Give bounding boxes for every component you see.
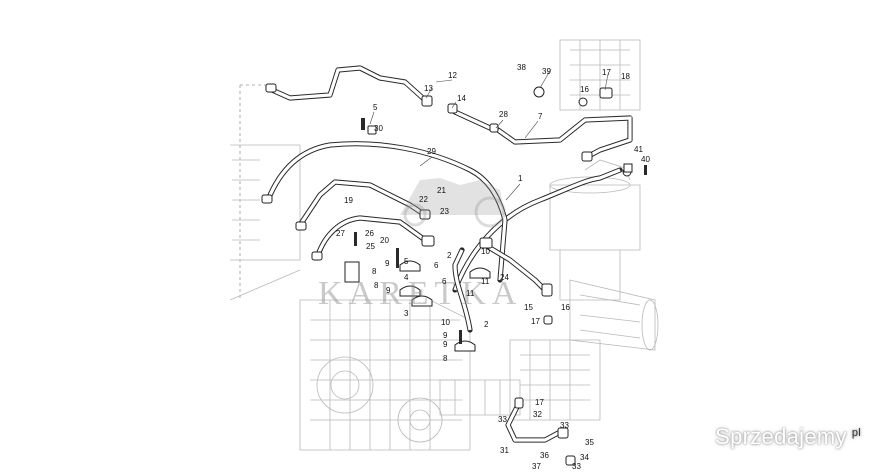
transmission-housing	[299, 299, 521, 451]
pipe-29	[265, 141, 508, 283]
callout-37: 37	[532, 462, 541, 471]
callout-9a: 9	[385, 259, 390, 268]
callout-34: 34	[580, 453, 589, 462]
callout-5: 5	[373, 103, 378, 112]
pipe-31	[505, 402, 563, 443]
callout-8a: 8	[372, 267, 377, 276]
watermark-text: KARETKA	[318, 275, 522, 312]
callout-4: 4	[404, 273, 409, 282]
callout-41: 41	[634, 145, 643, 154]
leader-lines	[369, 68, 609, 201]
callout-16b: 16	[561, 303, 570, 312]
callout-21: 21	[437, 186, 446, 195]
callout-26: 26	[365, 229, 374, 238]
lower-valve-block	[509, 339, 601, 421]
callout-17b: 17	[531, 317, 540, 326]
callout-10a: 10	[481, 247, 490, 256]
callout-3: 3	[404, 309, 409, 318]
callout-22: 22	[419, 195, 428, 204]
pipe-2	[452, 247, 473, 333]
callout-19: 19	[344, 196, 353, 205]
callout-35: 35	[585, 438, 594, 447]
callout-30: 30	[374, 124, 383, 133]
callout-11a: 11	[481, 277, 490, 286]
callout-27: 27	[336, 229, 345, 238]
callout-20: 20	[380, 236, 389, 245]
callout-25: 25	[366, 242, 375, 251]
callout-7: 7	[538, 112, 543, 121]
callout-6a: 6	[434, 261, 439, 270]
callout-10b: 10	[441, 318, 450, 327]
callout-9b: 9	[386, 286, 391, 295]
pipe-1	[452, 167, 623, 293]
callout-18: 18	[621, 72, 630, 81]
callout-17a: 17	[602, 68, 611, 77]
callout-2a: 2	[447, 251, 452, 260]
pipe-21	[297, 179, 428, 228]
pipe-7	[495, 115, 633, 161]
brand-logo-text: Sprzedajemy	[715, 424, 847, 449]
pipe-12	[269, 65, 428, 103]
watermark: KARETKA	[318, 178, 522, 312]
callout-23: 23	[440, 207, 449, 216]
callout-39: 39	[542, 67, 551, 76]
callout-6b: 6	[442, 277, 447, 286]
pipe-19	[315, 215, 428, 258]
callout-13: 13	[424, 84, 433, 93]
callout-12: 12	[448, 71, 457, 80]
callout-36: 36	[540, 451, 549, 460]
callout-8b: 8	[374, 281, 379, 290]
fittings	[261, 83, 647, 466]
callout-33a: 33	[498, 415, 507, 424]
callout-2b: 2	[484, 320, 489, 329]
callout-38: 38	[517, 63, 526, 72]
frame-outline	[229, 84, 301, 301]
callout-5b: 5	[404, 257, 409, 266]
control-valve-block	[559, 39, 641, 111]
callout-31: 31	[500, 446, 509, 455]
brand-logo-badge: pl	[848, 425, 864, 440]
callout-33b: 33	[560, 421, 569, 430]
pipe-15	[482, 242, 548, 293]
callout-1: 1	[518, 174, 523, 183]
callout-14: 14	[457, 94, 466, 103]
filter-assembly	[549, 159, 659, 351]
callout-9c: 9	[443, 331, 448, 340]
callout-17c: 17	[535, 398, 544, 407]
callout-24: 24	[500, 273, 509, 282]
callout-16a: 16	[580, 85, 589, 94]
callout-11b: 11	[466, 289, 475, 298]
callout-labels: 12 13 14 5 30 28 7 38 39 17 18 16 41 40 …	[336, 63, 650, 471]
callout-40: 40	[641, 155, 650, 164]
callout-8c: 8	[443, 354, 448, 363]
callout-15: 15	[524, 303, 533, 312]
callout-9d: 9	[443, 340, 448, 349]
pipe-14	[452, 109, 493, 131]
callout-32: 32	[533, 410, 542, 419]
callout-33c: 33	[572, 462, 581, 471]
callout-28: 28	[499, 110, 508, 119]
callout-29: 29	[427, 147, 436, 156]
